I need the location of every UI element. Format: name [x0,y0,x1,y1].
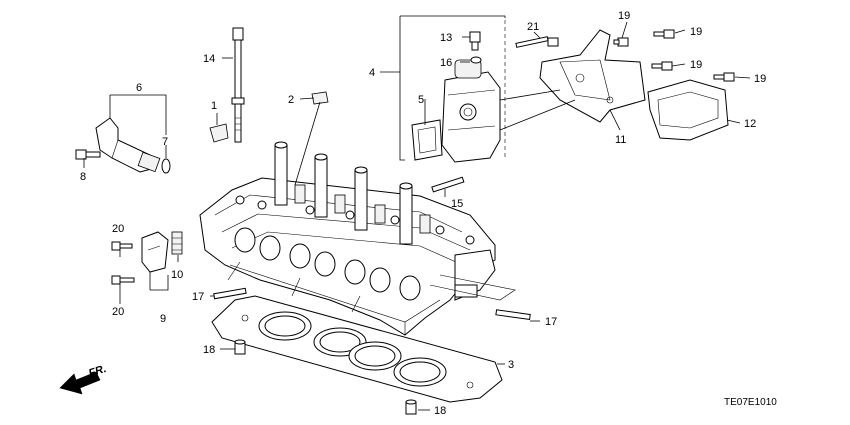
callout-7: 7 [162,136,168,148]
head-gasket [211,295,503,403]
callout-5: 5 [418,94,424,106]
callout-9: 9 [160,313,166,325]
callout-19-b: 19 [690,26,702,38]
sealing-plug-1 [209,123,229,143]
callout-1: 1 [211,100,217,112]
callout-19-d: 19 [754,73,766,85]
bolt-13 [469,31,481,51]
callout-4: 4 [369,67,375,79]
callout-14: 14 [203,53,215,65]
callout-12: 12 [744,118,756,130]
callout-19-a: 19 [618,10,630,22]
callout-18-left: 18 [203,344,215,356]
callout-labels: 1 2 3 4 5 6 7 8 9 10 11 12 13 14 15 16 1… [80,10,766,417]
head-bolt-14 [231,27,245,143]
cam-bearing-caps [294,184,431,234]
callout-2: 2 [288,94,294,106]
bracket-11 [539,29,646,123]
bolt-20-lower [111,275,135,285]
callout-18-right: 18 [434,405,446,417]
o-ring-7 [161,158,171,174]
dowel-pin-18-left [234,339,246,355]
callout-17-left: 17 [192,291,204,303]
bolt-19-d [713,72,735,82]
head-bolt-bosses [235,195,475,245]
bolt-19-b [653,29,675,39]
front-direction-arrow: FR. [59,363,108,395]
stud-bolt-15 [431,176,465,193]
callout-15: 15 [451,198,463,210]
leader-lines [83,21,751,411]
front-marker-label: FR. [87,363,108,380]
o-ring-16 [470,56,482,64]
bolt-8 [75,149,101,160]
solenoid-valve-6 [95,117,161,173]
callout-6: 6 [136,82,142,94]
callout-20-upper: 20 [112,223,124,235]
dowel-pin-18-right [405,399,417,415]
exhaust-ports [234,227,421,301]
callout-19-c: 19 [690,59,702,71]
cover-12 [647,79,729,141]
gasket-5 [411,119,443,161]
callout-16: 16 [440,57,452,69]
bolt-21 [515,36,559,48]
front-arrow-icon [59,371,101,395]
cylinder-head [199,141,516,336]
callout-3: 3 [508,359,514,371]
bolt-19-c [651,61,673,71]
valve-guide-tubes [274,141,413,245]
spool-valve-group-bracket [399,15,506,161]
gasket-10 [171,231,183,255]
bolt-19-a [613,37,629,47]
stud-bolt-17-left [213,287,247,300]
diagram-code: TE07E1010 [724,397,777,408]
callout-10: 10 [171,269,183,281]
bolt-20-upper [111,241,133,251]
plug-2 [311,91,329,105]
callout-8: 8 [80,171,86,183]
callout-13: 13 [440,32,452,44]
callout-17-right: 17 [545,316,557,328]
stud-bolt-17-right [495,309,531,321]
callout-21: 21 [527,21,539,33]
callout-11: 11 [615,134,626,146]
sensor-9 [141,231,169,273]
spool-valve-body-4 [441,59,501,163]
callout-20-lower: 20 [112,306,124,318]
